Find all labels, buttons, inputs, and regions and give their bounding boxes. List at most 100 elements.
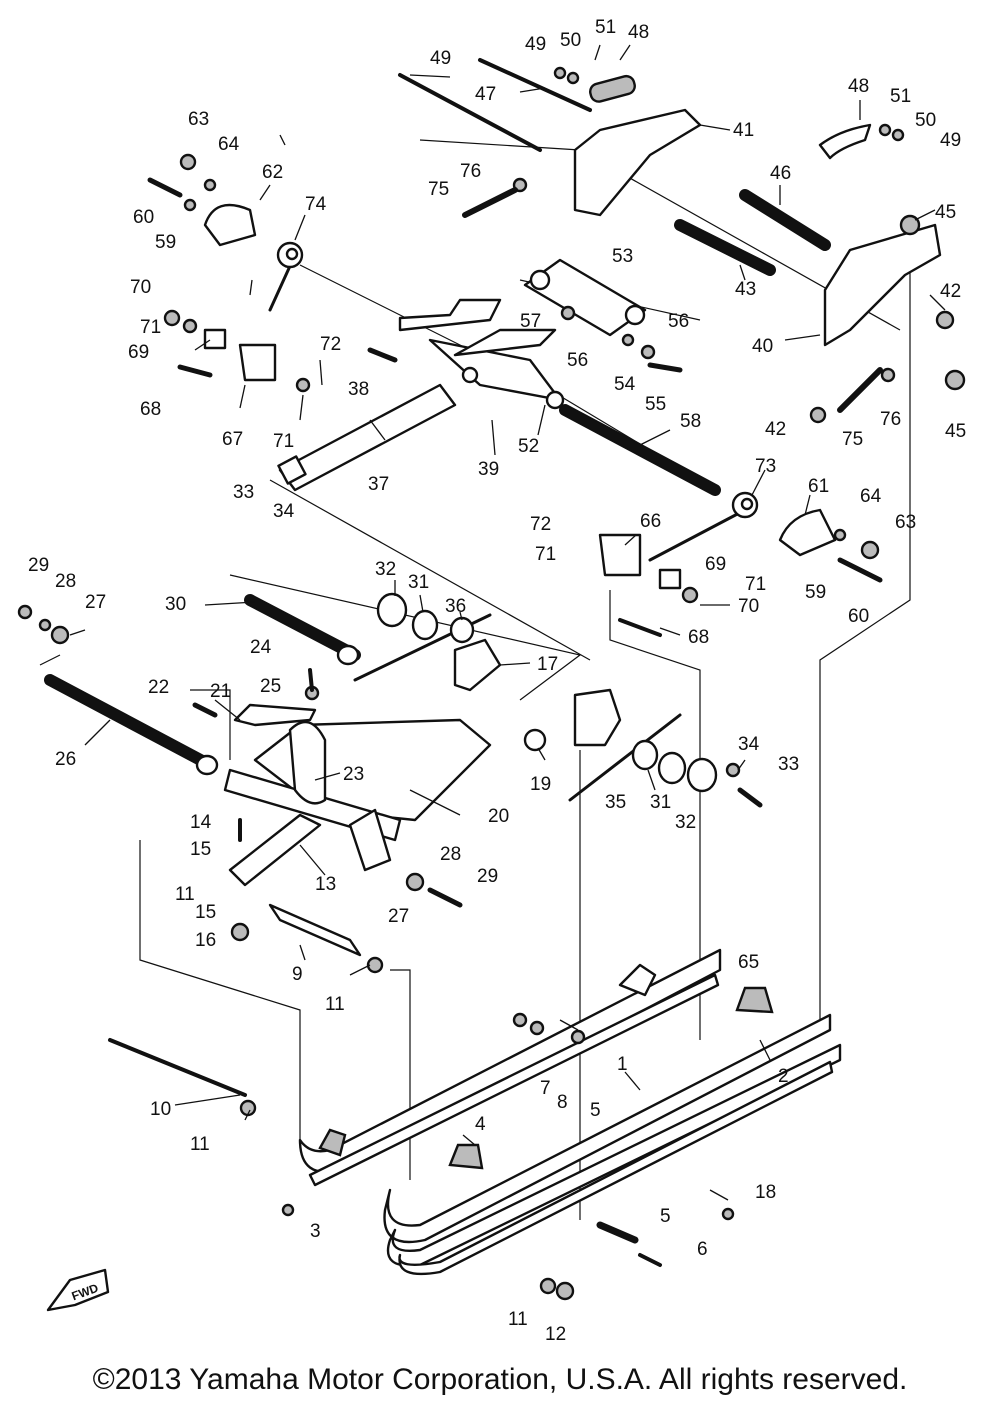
idler-wheels [195,592,718,793]
part-label-11d: 11 [508,1309,528,1330]
part-label-74: 74 [305,194,327,215]
leader-lines [69,44,946,1201]
part-label-69b: 69 [705,554,726,575]
part-label-53: 53 [612,246,633,267]
part-label-60a: 60 [133,207,154,228]
part-label-45b: 45 [945,421,966,442]
part-label-61: 61 [808,476,829,497]
small-hardware [17,66,966,1301]
part-label-17: 17 [537,654,558,675]
part-label-37: 37 [368,474,389,495]
part-label-76a: 76 [460,161,481,182]
part-label-34b: 34 [738,734,760,755]
part-label-27b: 27 [388,906,409,927]
part-label-66: 66 [640,511,661,532]
part-label-14: 14 [190,812,212,833]
part-label-16: 16 [195,930,216,951]
part-label-51a: 51 [595,17,616,38]
part-label-11c: 11 [190,1134,210,1155]
part-label-63b: 63 [895,512,916,533]
part-label-54: 54 [614,374,636,395]
part-label-27a: 27 [85,592,106,613]
block-66 [598,533,682,590]
part-label-60b: 60 [848,606,869,627]
upper-pivot-arm [398,298,565,410]
part-label-25: 25 [260,676,281,697]
part-label-12: 12 [545,1324,566,1340]
part-label-67: 67 [222,429,243,450]
part-label-31a: 31 [408,572,429,593]
exploded-parts-diagram: FWD 1 2 3 4 5 5 6 7 8 9 10 11 11 11 11 1… [17,17,966,1340]
part-label-76b: 76 [880,409,901,430]
part-label-41: 41 [733,120,754,141]
part-label-28a: 28 [55,571,76,592]
part-label-29a: 29 [28,555,49,576]
part-label-24: 24 [250,637,272,658]
part-label-69a: 69 [128,342,149,363]
part-label-75a: 75 [428,179,449,200]
part-label-75b: 75 [842,429,863,450]
part-label-3: 3 [310,1221,321,1242]
part-label-26: 26 [55,749,76,770]
part-label-5b: 5 [660,1206,671,1227]
part-label-6: 6 [697,1239,708,1260]
part-label-13: 13 [315,874,336,895]
part-label-48a: 48 [628,22,649,43]
bracket-41 [573,74,702,217]
part-label-49a: 49 [430,48,451,69]
part-label-28b: 28 [440,844,461,865]
part-label-73: 73 [755,456,776,477]
part-label-71b: 71 [273,431,294,452]
part-label-62: 62 [262,162,283,183]
part-label-56a: 56 [668,311,689,332]
part-label-34a: 34 [273,501,295,522]
part-label-4: 4 [475,1114,486,1135]
rail-wear-stopper [448,986,774,1170]
part-label-33a: 33 [233,482,254,503]
part-label-49b: 49 [525,34,546,55]
part-label-22: 22 [148,677,169,698]
part-label-55: 55 [645,394,666,415]
part-label-43: 43 [735,279,756,300]
part-label-65: 65 [738,952,759,973]
part-label-71d: 71 [745,574,766,595]
part-label-70b: 70 [738,596,759,617]
part-label-9: 9 [292,964,303,985]
part-label-15b: 15 [195,902,216,923]
shafts [44,58,831,1097]
part-label-52: 52 [518,436,539,457]
part-label-49c: 49 [940,130,961,151]
part-label-33b: 33 [778,754,799,775]
bracket-40 [818,123,942,347]
shaft-9 [268,903,362,957]
part-label-72b: 72 [530,514,551,535]
part-label-32a: 32 [375,559,396,580]
torsion-springs [276,241,759,519]
part-label-68b: 68 [688,627,709,648]
part-label-5a: 5 [590,1100,601,1121]
spring-bracket-62 [203,203,257,247]
part-label-29b: 29 [477,866,498,887]
part-label-72a: 72 [320,334,341,355]
part-label-8: 8 [557,1092,568,1113]
part-label-64a: 64 [218,134,240,155]
spring-bracket-61 [778,508,837,557]
part-label-71c: 71 [535,544,556,565]
part-label-40: 40 [752,336,773,357]
slide-rail-right [383,1013,842,1276]
part-label-21: 21 [210,681,231,702]
part-label-50a: 50 [560,30,581,51]
part-label-48b: 48 [848,76,869,97]
assembly-guide-lines [39,139,911,1220]
part-label-20: 20 [488,806,509,827]
part-label-57: 57 [520,311,541,332]
part-label-31b: 31 [650,792,671,813]
part-label-11a: 11 [175,884,195,905]
part-label-59b: 59 [805,582,826,603]
part-label-50b: 50 [915,110,936,131]
slide-rail-left [298,948,722,1187]
copyright-notice: ©2013 Yamaha Motor Corporation, U.S.A. A… [92,1363,908,1396]
part-label-51b: 51 [890,86,911,107]
part-label-19: 19 [530,774,551,795]
part-label-15a: 15 [190,839,211,860]
